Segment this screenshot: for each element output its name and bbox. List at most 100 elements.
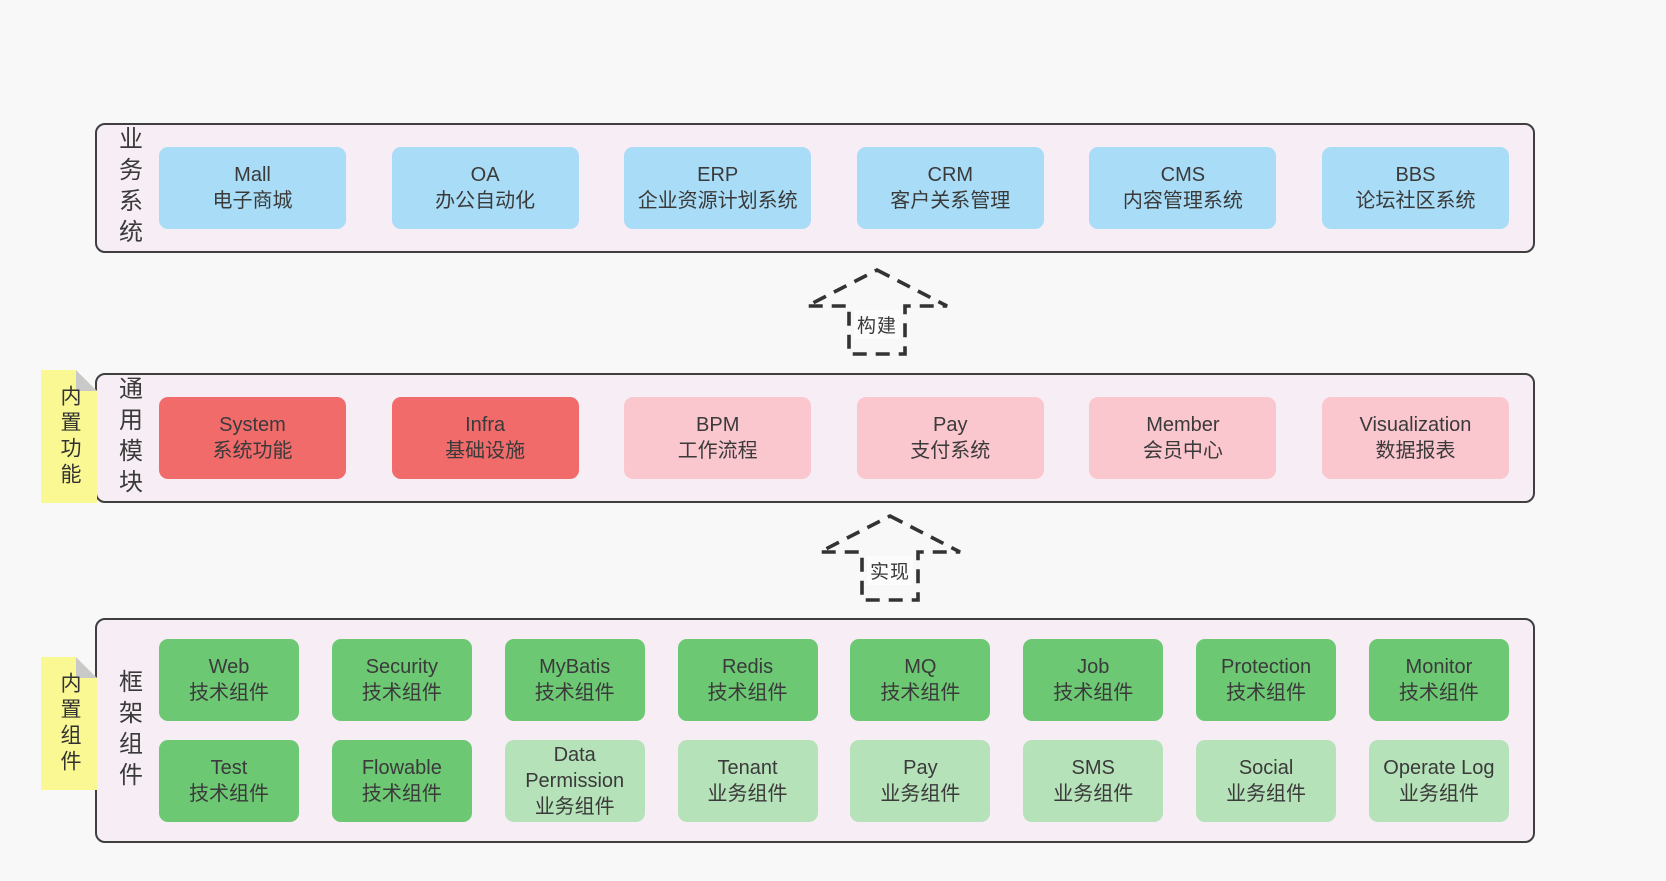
box-title: Member xyxy=(1146,414,1220,436)
box-subtitle: 技术组件 xyxy=(534,682,615,704)
box-title: Monitor xyxy=(1405,656,1473,678)
arrow-build-label: 构建 xyxy=(853,310,901,339)
box-title: Mall xyxy=(234,164,271,186)
box-security: Security 技术组件 xyxy=(331,639,472,721)
box-subtitle: 业务组件 xyxy=(1053,783,1134,805)
box-job: Job 技术组件 xyxy=(1023,639,1164,721)
layer-components-title: 框架组件 xyxy=(114,668,142,793)
box-subtitle: 内容管理系统 xyxy=(1122,190,1243,212)
box-redis: Redis 技术组件 xyxy=(677,639,818,721)
layer-business-title: 业务系统 xyxy=(114,126,142,250)
box-system: System 系统功能 xyxy=(159,397,346,479)
box-web: Web 技术组件 xyxy=(159,639,299,721)
box-erp: ERP 企业资源计划系统 xyxy=(624,147,812,229)
sticky-note-text: 内置功能 xyxy=(58,384,81,489)
box-pay: Pay 支付系统 xyxy=(856,397,1044,479)
box-title: Test xyxy=(210,757,248,779)
box-subtitle: 技术组件 xyxy=(1398,682,1479,704)
arrow-implement-label: 实现 xyxy=(866,556,914,585)
box-title: CMS xyxy=(1160,164,1206,186)
box-subtitle: 系统功能 xyxy=(212,440,293,462)
box-mybatis: MyBatis 技术组件 xyxy=(504,639,645,721)
box-title: Infra xyxy=(465,414,506,436)
box-subtitle: 技术组件 xyxy=(1053,682,1134,704)
box-subtitle: 技术组件 xyxy=(189,682,269,704)
box-subtitle: 技术组件 xyxy=(707,682,788,704)
box-title: SMS xyxy=(1071,757,1115,779)
box-subtitle: 业务组件 xyxy=(1226,783,1307,805)
box-pay: Pay 业务组件 xyxy=(850,740,991,822)
sticky-note-builtin-components: 内置组件 xyxy=(41,657,97,790)
box-tenant: Tenant 业务组件 xyxy=(677,740,818,822)
box-subtitle: 数据报表 xyxy=(1375,440,1456,462)
sticky-note-builtin-features: 内置功能 xyxy=(41,370,97,503)
box-title: BPM xyxy=(696,414,740,436)
layer-modules-boxes: System 系统功能 Infra 基础设施 BPM 工作流程 Pay 支付系统 Member 会… xyxy=(145,375,1533,501)
box-monitor: Monitor 技术组件 xyxy=(1368,639,1509,721)
box-subtitle: 工作流程 xyxy=(677,440,758,462)
box-row: System 系统功能 Infra 基础设施 BPM 工作流程 Pay 支付系统 Member 会… xyxy=(159,397,1509,479)
box-title: Pay xyxy=(933,414,968,436)
box-subtitle: 业务组件 xyxy=(1398,783,1479,805)
up-arrow-build: 构建 xyxy=(802,266,952,358)
box-sms: SMS 业务组件 xyxy=(1023,740,1164,822)
box-cms: CMS 内容管理系统 xyxy=(1089,147,1277,229)
box-title: MyBatis xyxy=(539,656,611,678)
sticky-note-text: 内置组件 xyxy=(58,671,81,776)
box-title: CRM xyxy=(927,164,974,186)
box-title: BBS xyxy=(1395,164,1436,186)
box-title: Security xyxy=(365,656,438,678)
box-title: Web xyxy=(208,656,250,678)
box-subtitle: 论坛社区系统 xyxy=(1355,190,1476,212)
box-title: Data Permission xyxy=(525,744,625,792)
box-subtitle: 技术组件 xyxy=(880,682,961,704)
box-infra: Infra 基础设施 xyxy=(391,397,579,479)
box-crm: CRM 客户关系管理 xyxy=(856,147,1044,229)
box-title: Social xyxy=(1238,757,1294,779)
box-subtitle: 企业资源计划系统 xyxy=(637,190,798,212)
box-title: Flowable xyxy=(361,757,442,779)
up-arrow-icon xyxy=(806,267,948,356)
box-title: Operate Log xyxy=(1383,757,1495,779)
layer-modules-title: 通用模块 xyxy=(114,376,142,500)
up-arrow-implement: 实现 xyxy=(815,512,965,604)
box-subtitle: 基础设施 xyxy=(445,440,526,462)
box-subtitle: 支付系统 xyxy=(910,440,991,462)
up-arrow-icon xyxy=(819,513,961,602)
box-subtitle: 会员中心 xyxy=(1142,440,1223,462)
box-subtitle: 办公自动化 xyxy=(435,190,536,212)
box-visualization: Visualization 数据报表 xyxy=(1321,397,1509,479)
box-title: Pay xyxy=(903,757,938,779)
box-subtitle: 技术组件 xyxy=(361,783,442,805)
box-subtitle: 技术组件 xyxy=(189,783,269,805)
box-subtitle: 技术组件 xyxy=(361,682,442,704)
box-social: Social 业务组件 xyxy=(1196,740,1337,822)
box-title: Redis xyxy=(721,656,774,678)
box-subtitle: 业务组件 xyxy=(707,783,788,805)
box-title: Job xyxy=(1077,656,1110,678)
box-title: Tenant xyxy=(717,757,778,779)
box-subtitle: 业务组件 xyxy=(880,783,961,805)
box-bpm: BPM 工作流程 xyxy=(624,397,812,479)
box-title: Visualization xyxy=(1359,414,1472,436)
box-title: ERP xyxy=(697,164,739,186)
box-bbs: BBS 论坛社区系统 xyxy=(1321,147,1509,229)
box-subtitle: 客户关系管理 xyxy=(890,190,1011,212)
box-member: Member 会员中心 xyxy=(1089,397,1277,479)
box-operate-log: Operate Log 业务组件 xyxy=(1368,740,1509,822)
box-test: Test 技术组件 xyxy=(159,740,299,822)
box-title: System xyxy=(219,414,286,436)
